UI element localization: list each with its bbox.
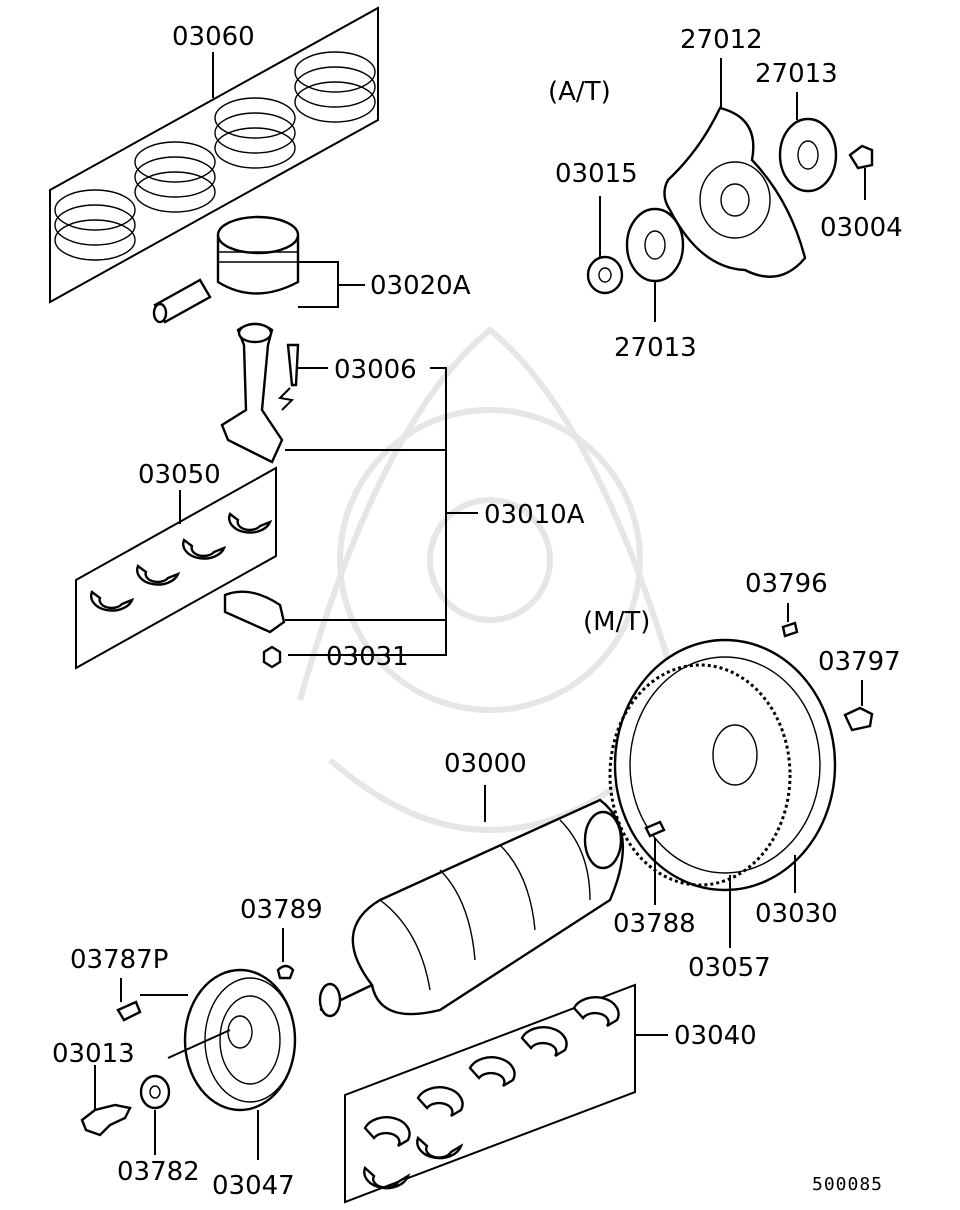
flywheel-bolt[interactable]	[843, 706, 874, 732]
crankshaft[interactable]	[318, 798, 625, 1018]
label-03060: 03060	[172, 22, 255, 52]
label-03787P: 03787P	[70, 945, 168, 975]
crankshaft-bushing[interactable]	[586, 255, 624, 295]
label-03040: 03040	[674, 1021, 757, 1051]
label-03057: 03057	[688, 953, 771, 983]
label-03047: 03047	[212, 1171, 295, 1201]
connecting-rod[interactable]	[220, 322, 284, 464]
label-27013-top: 27013	[755, 59, 838, 89]
label-27012: 27012	[680, 25, 763, 55]
woodruff-key[interactable]	[276, 964, 295, 980]
label-03000: 03000	[444, 749, 527, 779]
pulley-bolt-small[interactable]	[116, 1000, 142, 1022]
label-03031: 03031	[326, 642, 409, 672]
rod-cap[interactable]	[223, 590, 286, 634]
ring-gear[interactable]	[608, 663, 792, 887]
rod-nut[interactable]	[262, 645, 282, 669]
rod-bearing-set[interactable]	[75, 466, 277, 670]
label-27013-bottom: 27013	[614, 333, 697, 363]
label-mt: (M/T)	[583, 607, 650, 637]
label-03013: 03013	[52, 1039, 135, 1069]
piston-pin[interactable]	[152, 278, 212, 324]
label-03030: 03030	[755, 899, 838, 929]
crankshaft-bolt[interactable]	[80, 1103, 132, 1137]
piston-ring-set[interactable]	[49, 6, 379, 304]
label-03797: 03797	[818, 647, 901, 677]
label-03789: 03789	[240, 895, 323, 925]
drive-plate-bolt[interactable]	[848, 144, 874, 170]
flywheel[interactable]	[613, 638, 837, 892]
label-03020A: 03020A	[370, 271, 471, 301]
label-03796: 03796	[745, 569, 828, 599]
label-03788: 03788	[613, 909, 696, 939]
dowel-pin-lower[interactable]	[644, 820, 666, 838]
washer[interactable]	[139, 1074, 171, 1110]
drive-plate[interactable]	[663, 106, 807, 278]
label-03010A: 03010A	[484, 500, 585, 530]
rod-bolt[interactable]	[286, 343, 300, 387]
label-at: (A/T)	[548, 77, 611, 107]
label-03015: 03015	[555, 159, 638, 189]
adapter-plate-front[interactable]	[625, 207, 685, 283]
label-03006: 03006	[334, 355, 417, 385]
watermark-logo	[297, 326, 683, 833]
crankshaft-pulley[interactable]	[183, 968, 297, 1112]
label-03004: 03004	[820, 213, 903, 243]
piston[interactable]	[216, 215, 300, 295]
main-bearing-set[interactable]	[344, 983, 636, 1204]
adapter-plate-rear[interactable]	[778, 117, 838, 193]
diagram-reference-number: 500085	[812, 1174, 883, 1195]
dowel-pin-upper[interactable]	[781, 621, 799, 638]
label-03782: 03782	[117, 1157, 200, 1187]
label-03050: 03050	[138, 460, 221, 490]
